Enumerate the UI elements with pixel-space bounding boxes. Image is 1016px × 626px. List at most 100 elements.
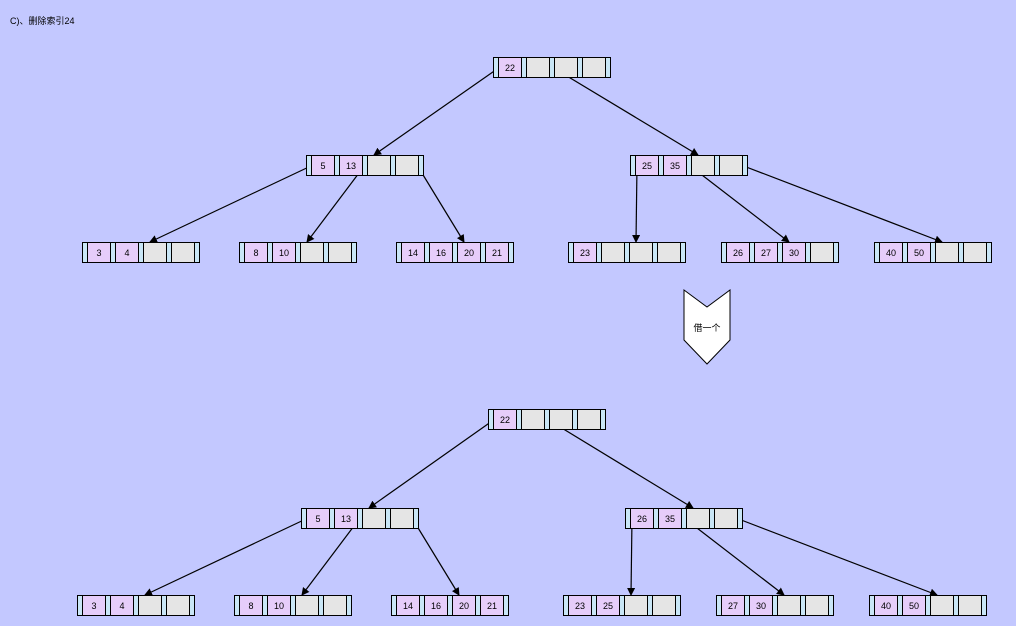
btree-node-before-l4: 23 [568,242,686,263]
pointer-slot [981,595,987,616]
edge-after-R-l6 [735,517,938,597]
empty-key-cell [657,242,681,263]
empty-key-cell [577,409,601,430]
empty-key-cell [930,595,954,616]
key-cell: 23 [568,595,592,616]
key-cell: 5 [311,155,335,176]
edge-before-R-l5 [688,164,790,243]
empty-key-cell [521,409,545,430]
empty-key-cell [629,242,653,263]
pointer-slot [737,508,743,529]
key-cell: 50 [902,595,926,616]
diagram-caption: C)、删除索引24 [10,16,75,26]
pointer-slot [189,595,195,616]
empty-key-cell [777,595,801,616]
empty-key-cell [691,155,715,176]
key-cell: 26 [726,242,750,263]
pointer-slot [828,595,834,616]
pointer-slot [413,508,419,529]
empty-key-cell [390,508,414,529]
key-cell: 23 [573,242,597,263]
key-cell: 4 [115,242,139,263]
key-cell: 16 [429,242,453,263]
empty-key-cell [719,155,743,176]
empty-key-cell [362,508,386,529]
key-cell: 26 [630,508,654,529]
key-cell: 3 [82,595,106,616]
empty-key-cell [300,242,324,263]
btree-node-before-r: 22 [493,57,611,78]
empty-key-cell [582,57,606,78]
key-cell: 20 [452,595,476,616]
empty-key-cell [958,595,982,616]
edge-after-L-l2 [301,517,361,596]
edge-after-R-l5 [683,517,785,596]
empty-key-cell [367,155,391,176]
key-cell: 20 [457,242,481,263]
empty-key-cell [686,508,710,529]
empty-key-cell [805,595,829,616]
pointer-slot [194,242,200,263]
key-cell: 21 [485,242,509,263]
key-cell: 30 [749,595,773,616]
edge-after-r-L [368,418,496,509]
transition-label: 借一个 [693,323,721,333]
empty-key-cell [526,57,550,78]
pointer-slot [346,595,352,616]
key-cell: 13 [334,508,358,529]
key-cell: 5 [306,508,330,529]
key-cell: 4 [110,595,134,616]
key-cell: 40 [879,242,903,263]
edge-before-r-L [373,66,501,156]
key-cell: 22 [498,57,522,78]
key-cell: 14 [401,242,425,263]
key-cell: 35 [658,508,682,529]
pointer-slot [508,242,514,263]
pointer-slot [418,155,424,176]
key-cell: 16 [424,595,448,616]
empty-key-cell [624,595,648,616]
key-cell: 25 [635,155,659,176]
key-cell: 13 [339,155,363,176]
empty-key-cell [171,242,195,263]
edge-before-r-R [551,66,699,156]
key-cell: 50 [907,242,931,263]
key-cell: 30 [782,242,806,263]
key-cell: 3 [87,242,111,263]
edge-before-R-l6 [740,164,943,244]
pointer-slot [600,409,606,430]
key-cell: 25 [596,595,620,616]
key-cell: 10 [267,595,291,616]
pointer-slot [833,242,839,263]
empty-key-cell [328,242,352,263]
empty-key-cell [714,508,738,529]
edge-after-r-R [546,418,694,509]
empty-key-cell [810,242,834,263]
btree-node-after-r: 22 [488,409,606,430]
empty-key-cell [554,57,578,78]
empty-key-cell [935,242,959,263]
empty-key-cell [652,595,676,616]
pointer-slot [675,595,681,616]
pointer-slot [680,242,686,263]
edge-before-L-l2 [306,164,366,243]
down-chevron-arrow-icon [683,289,731,365]
empty-key-cell [395,155,419,176]
key-cell: 40 [874,595,898,616]
empty-key-cell [601,242,625,263]
key-cell: 22 [493,409,517,430]
pointer-slot [503,595,509,616]
